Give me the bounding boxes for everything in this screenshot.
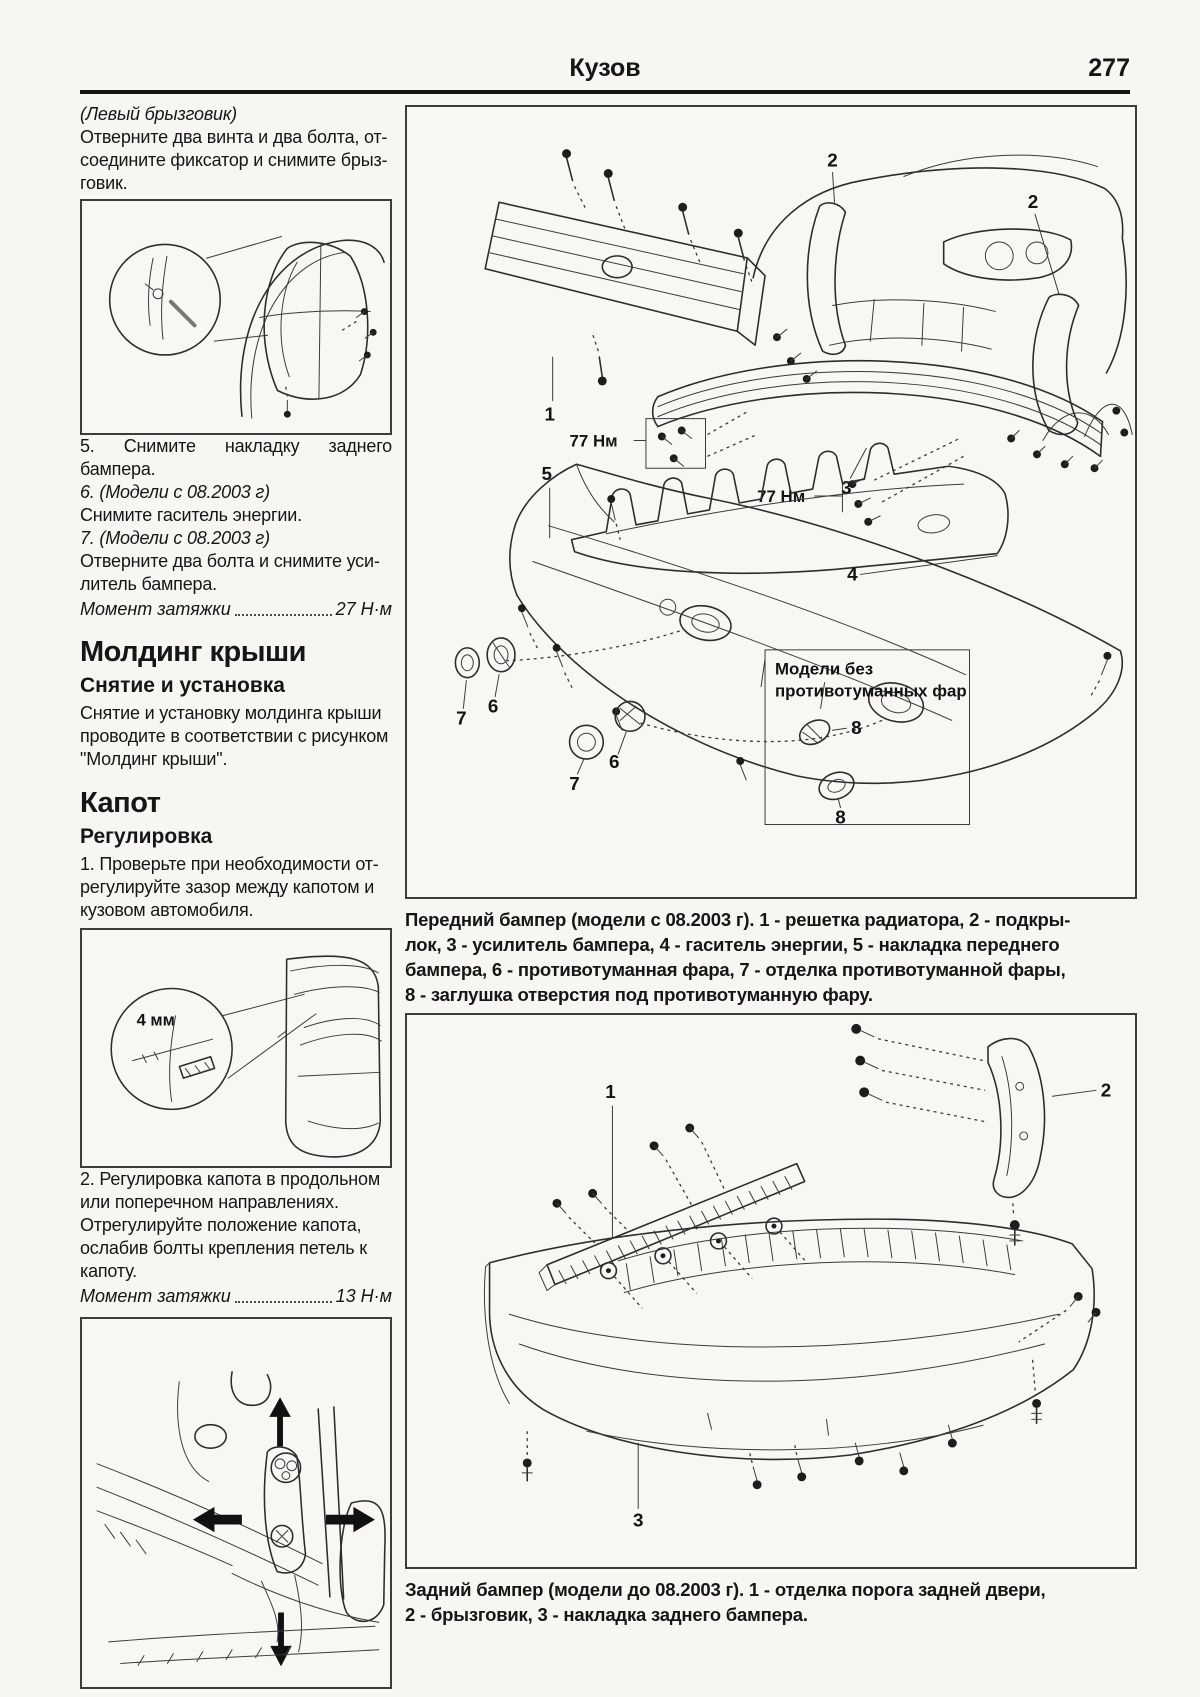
step-5: 5. Снимите накладку заднего бампера.: [80, 436, 392, 479]
part-number-6a: 6: [488, 695, 498, 716]
roof-molding-body: Снятие и установку молдинга крыши провод…: [80, 703, 389, 769]
sill-trim: 1: [538, 1081, 806, 1292]
torque-label: Момент затяжки: [80, 1286, 231, 1306]
part-number-1: 1: [605, 1081, 615, 1102]
hinge-plate: [263, 1446, 307, 1574]
adjust-arrow-down: [270, 1612, 292, 1667]
subheading-removal: Снятие и установка: [80, 674, 285, 697]
torque-77nm-label-1: 77 Нм: [570, 431, 618, 450]
fog-opening-right: [867, 682, 925, 723]
adjust-arrow-up: [269, 1397, 291, 1447]
torque-77nm-label-2: 77 Нм: [757, 487, 805, 506]
rear-bumper-caption: Задний бампер (модели до 08.2003 г). 1 -…: [405, 1579, 1046, 1625]
clip-arrow: [168, 299, 197, 328]
intro-note: (Левый брызговик): [80, 104, 237, 124]
figure-front-bumper: 1: [405, 105, 1137, 899]
part-number-7b: 7: [569, 773, 579, 794]
mudguard-drawing: [108, 236, 385, 419]
dot-leader: [234, 614, 332, 616]
car-front-sketch: 2 2: [752, 150, 1133, 473]
part-number-5: 5: [541, 463, 551, 484]
header-rule: [80, 90, 1130, 94]
fog-lamp-parts-left: 7 6: [454, 637, 516, 728]
part-number-2b: 2: [1028, 191, 1038, 212]
torque-callout-2: 77 Нм: [757, 437, 964, 526]
left-column: (Левый брызговик) Отверните два винта и …: [80, 103, 392, 1689]
adjust-arrow-left: [192, 1506, 242, 1533]
heading-hood: Капот: [80, 787, 161, 819]
step-7-body: Отверните два болта и снимите уси- лител…: [80, 551, 380, 594]
inset-title-line1: Модели без: [775, 660, 873, 679]
figure-hood-gap: 4 мм: [80, 928, 392, 1168]
figure-hood-hinge: [80, 1317, 392, 1689]
figure-mudguard: [80, 199, 392, 435]
front-bumper-cover: 5: [506, 463, 1124, 785]
radiator-grille: 1: [484, 149, 766, 425]
fog-plug-a: [798, 719, 831, 746]
rear-mudguard: 2: [851, 1023, 1111, 1246]
page-title: Кузов: [569, 54, 641, 82]
step-6-note: 6. (Модели с 08.2003 г): [80, 482, 270, 502]
front-bumper-caption: Передний бампер (модели с 08.2003 г). 1 …: [405, 909, 1071, 1005]
dot-leader: [234, 1301, 332, 1303]
energy-absorber: 4: [570, 442, 1009, 584]
part-number-1: 1: [544, 404, 554, 425]
fog-plug-b: [818, 771, 855, 801]
step-7-note: 7. (Модели с 08.2003 г): [80, 528, 270, 548]
front-bumper-drawing: 1: [454, 149, 1133, 828]
fender-liner-left: [806, 202, 847, 356]
adjust-arrow-right: [326, 1506, 375, 1533]
car-top-view: [284, 955, 382, 1158]
hood-adjust-body: 1. Проверьте при необходимости от- регул…: [80, 854, 379, 920]
heading-roof-molding: Молдинг крыши: [80, 636, 306, 668]
inset-title-line2: противотуманных фар: [775, 682, 967, 701]
torque-spec-2: Момент затяжки 13 Н·м: [80, 1286, 392, 1307]
fog-lamp-parts-middle: 7 6: [568, 700, 646, 794]
subheading-adjustment: Регулировка: [80, 825, 213, 848]
gap-dimension-label: 4 мм: [137, 1011, 175, 1030]
page-number: 277: [1088, 54, 1130, 82]
torque-value: 13 Н·м: [335, 1286, 392, 1306]
hood-hinge-drawing: [96, 1371, 386, 1667]
torque-label: Момент затяжки: [80, 599, 231, 619]
part-number-8a: 8: [851, 717, 861, 738]
fog-opening-left: [679, 604, 732, 642]
bumper-reinforcement: 3: [651, 359, 1104, 498]
torque-value: 27 Н·м: [335, 599, 392, 619]
headlight: [942, 228, 1073, 281]
part-number-7a: 7: [456, 707, 466, 728]
rear-bumper-cover: 3: [483, 1217, 1101, 1530]
step-2-body: 2. Регулировка капота в продольном или п…: [80, 1169, 380, 1281]
part-number-3: 3: [633, 1509, 643, 1530]
torque-callout-1: 77 Нм: [570, 410, 758, 469]
part-number-8b: 8: [835, 807, 845, 828]
part-number-6b: 6: [609, 751, 619, 772]
part-number-2: 2: [1101, 1079, 1111, 1100]
right-column: 1: [405, 105, 1137, 1627]
part-number-2a: 2: [827, 150, 837, 171]
step-6-body: Снимите гаситель энергии.: [80, 505, 302, 525]
no-foglamp-inset: Модели без противотуманных фар 8 8: [764, 649, 970, 828]
part-number-3: 3: [841, 477, 851, 498]
fender-liner-right: [1032, 293, 1080, 436]
magnifier-circle: [110, 987, 233, 1111]
figure-rear-bumper: 1 2: [405, 1013, 1137, 1569]
torque-spec-1: Момент затяжки 27 Н·м: [80, 599, 392, 620]
part-number-4: 4: [847, 563, 858, 584]
magnifier-circle: [108, 243, 221, 356]
rear-bumper-drawing: 1 2: [483, 1023, 1111, 1530]
intro-paragraph: Отверните два винта и два болта, от- сое…: [80, 127, 388, 193]
hood-gap-drawing: 4 мм: [110, 955, 382, 1158]
wheel-arch-liner: [263, 241, 369, 401]
